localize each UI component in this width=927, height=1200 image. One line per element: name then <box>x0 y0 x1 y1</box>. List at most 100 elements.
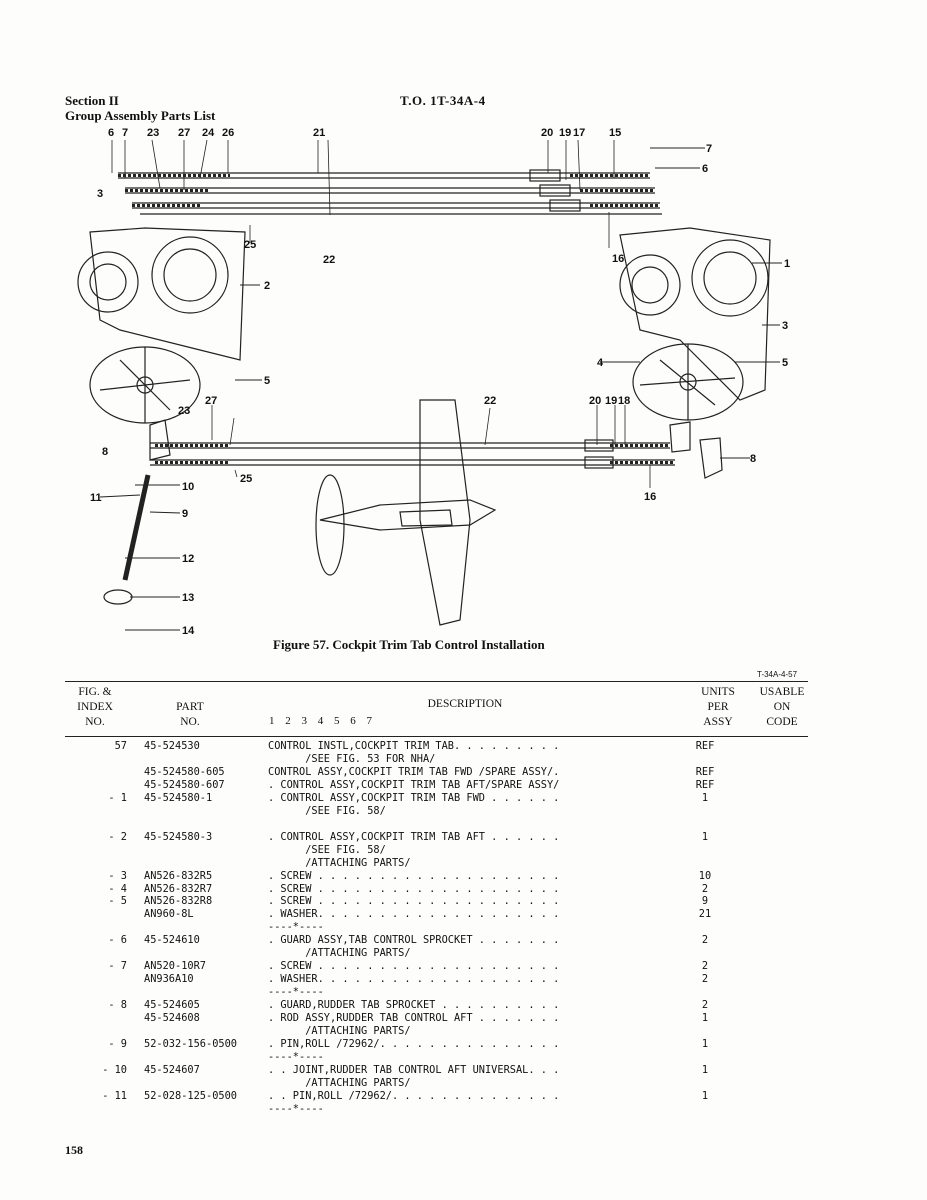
part-number-cell: AN960-8L <box>144 908 194 921</box>
callout: 8 <box>750 453 756 465</box>
table-row: /ATTACHING PARTS/ <box>65 1025 808 1038</box>
part-no-header: PART NO. <box>176 701 204 728</box>
units-cell: 1 <box>701 1037 709 1050</box>
index-cell: - 4 <box>108 882 127 895</box>
index-cell: - 8 <box>108 999 127 1011</box>
to-number: T.O. 1T-34A-4 <box>400 93 486 108</box>
units-cell: 2 <box>701 973 709 986</box>
callout: 20 <box>541 127 553 139</box>
description-cell: . . PIN,ROLL /72962/. . . . . . . . . . … <box>268 1089 560 1102</box>
table-row: ----*---- <box>65 921 808 934</box>
right-sprocket-guard <box>699 437 723 479</box>
callout: 16 <box>644 491 656 503</box>
part-number-cell: 45-524530 <box>144 740 200 752</box>
description-cell: . ROD ASSY,RUDDER TAB CONTROL AFT . . . … <box>268 1012 560 1024</box>
aircraft-canopy <box>399 509 453 527</box>
part-number-cell: AN526-832R7 <box>144 882 213 895</box>
callout: 27 <box>178 127 190 139</box>
indent-digits: 1 2 3 4 5 6 7 <box>269 715 376 727</box>
index-cell: - 9 <box>108 1037 127 1050</box>
callout: 3 <box>97 188 103 200</box>
index-cell: - 1 <box>108 791 127 804</box>
page-number: 158 <box>65 1143 83 1157</box>
table-header-rule <box>65 736 808 737</box>
part-number-cell: 45-524580-1 <box>144 791 213 804</box>
units-cell: 2 <box>701 960 709 973</box>
index-cell: - 2 <box>108 830 127 843</box>
callout: 13 <box>182 592 194 604</box>
turnbuckle <box>584 456 614 469</box>
units-cell: 1 <box>701 830 709 843</box>
description-cell: . CONTROL ASSY,COCKPIT TRIM TAB AFT . . … <box>268 830 560 843</box>
description-cell: . WASHER. . . . . . . . . . . . . . . . … <box>268 908 560 921</box>
part-number-cell: AN526-832R8 <box>144 895 213 908</box>
rudder-tab-control-rod <box>122 474 151 581</box>
turnbuckle <box>529 169 561 182</box>
callout: 1 <box>784 258 790 270</box>
callout: 14 <box>182 625 195 637</box>
description-cell: . PIN,ROLL /72962/. . . . . . . . . . . … <box>268 1037 560 1050</box>
units-cell: 10 <box>698 869 712 882</box>
section-header: Section II Group Assembly Parts List <box>65 93 215 123</box>
index-cell: - 11 <box>102 1089 127 1102</box>
index-cell: - 3 <box>108 869 127 882</box>
aircraft-tail <box>315 474 345 576</box>
callout: 22 <box>484 395 496 407</box>
part-number-cell: 45-524607 <box>144 1063 200 1076</box>
units-cell: 1 <box>701 791 709 804</box>
part-number-cell: 45-524580-605 <box>144 765 225 778</box>
description-cell: . WASHER. . . . . . . . . . . . . . . . … <box>268 973 560 986</box>
table-row: /ATTACHING PARTS/ <box>65 857 808 870</box>
table-row <box>65 818 808 831</box>
turnbuckle <box>549 199 581 212</box>
usable-header: USABLE ON CODE <box>759 686 805 728</box>
callout: 22 <box>323 254 335 266</box>
lower-cable-2 <box>150 459 675 466</box>
table-row: /ATTACHING PARTS/ <box>65 1077 808 1090</box>
index-cell: - 7 <box>108 960 127 973</box>
callout: 21 <box>313 127 325 139</box>
callout: 25 <box>244 239 256 251</box>
right-console <box>619 227 771 401</box>
left-instrument-inner <box>163 248 217 302</box>
table-row: 45-524580-605 CONTROL ASSY,COCKPIT TRIM T… <box>65 766 808 779</box>
callout: 6 <box>702 163 708 175</box>
upper-cable-2 <box>125 187 655 194</box>
callout: 27 <box>205 395 217 407</box>
right-sprocket-hub <box>631 266 669 304</box>
right-instrument-cup <box>691 239 769 317</box>
table-row: 45-524608 . ROD ASSY,RUDDER TAB CONTROL A… <box>65 1012 808 1025</box>
description-cell: /ATTACHING PARTS/ <box>268 947 411 960</box>
description-cell: . GUARD,RUDDER TAB SPROCKET . . . . . . … <box>268 999 560 1011</box>
callout: 24 <box>202 127 215 139</box>
callout-leader-lines-vertical <box>111 139 651 488</box>
callout-leader-lines <box>99 147 782 631</box>
description-cell: /SEE FIG. 53 FOR NHA/ <box>268 753 436 765</box>
callout: 12 <box>182 553 194 565</box>
part-number-cell: 45-524608 <box>144 1012 200 1024</box>
units-cell: 2 <box>701 934 709 947</box>
callout: 6 <box>108 127 114 139</box>
units-cell: 1 <box>701 1063 709 1076</box>
trim-tab-illustration: 6 7 23 27 24 26 21 20 19 17 15 7 6 3 25 … <box>77 127 790 637</box>
units-cell: 2 <box>701 999 709 1011</box>
description-cell: /ATTACHING PARTS/ <box>268 1076 411 1089</box>
part-number-cell: AN526-832R5 <box>144 869 213 882</box>
units-cell: 9 <box>701 895 709 908</box>
description-cell: CONTROL ASSY,COCKPIT TRIM TAB FWD /SPARE… <box>268 765 560 778</box>
units-cell: 1 <box>701 1012 709 1024</box>
figure-caption: Figure 57. Cockpit Trim Tab Control Inst… <box>273 637 545 652</box>
chain-segments-lower <box>155 444 675 464</box>
part-number-cell: 45-524610 <box>144 934 200 947</box>
part-number-cell: 45-524605 <box>144 999 200 1011</box>
section-label: Section II <box>65 93 119 108</box>
callout: 9 <box>182 508 188 520</box>
